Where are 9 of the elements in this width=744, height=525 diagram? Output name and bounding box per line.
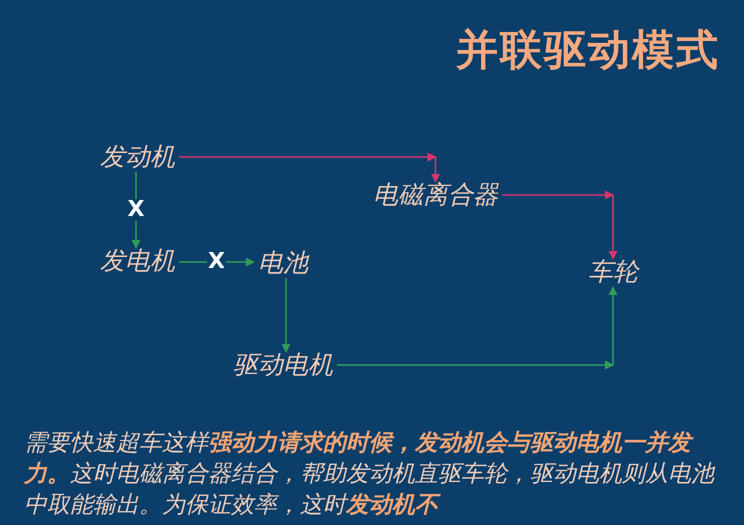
node-label: 电池: [258, 248, 308, 278]
title: 并联驱动模式: [456, 24, 720, 76]
node-label: 电磁离合器: [373, 180, 498, 210]
node-label: 车轮: [588, 257, 638, 287]
edge-label: X: [126, 199, 146, 221]
node-label: 发动机: [100, 142, 175, 172]
caption-paragraph: 需要快速超车这样强动力请求的时候，发动机会与驱动电机一并发力。这时电磁离合器结合，帮助发动机直驱车轮，驱动电机则从电池中取能输出。为保证效率，这时发动机不: [24, 429, 714, 520]
node-label: 发电机: [100, 246, 175, 276]
node-label: 驱动电机: [233, 350, 333, 380]
